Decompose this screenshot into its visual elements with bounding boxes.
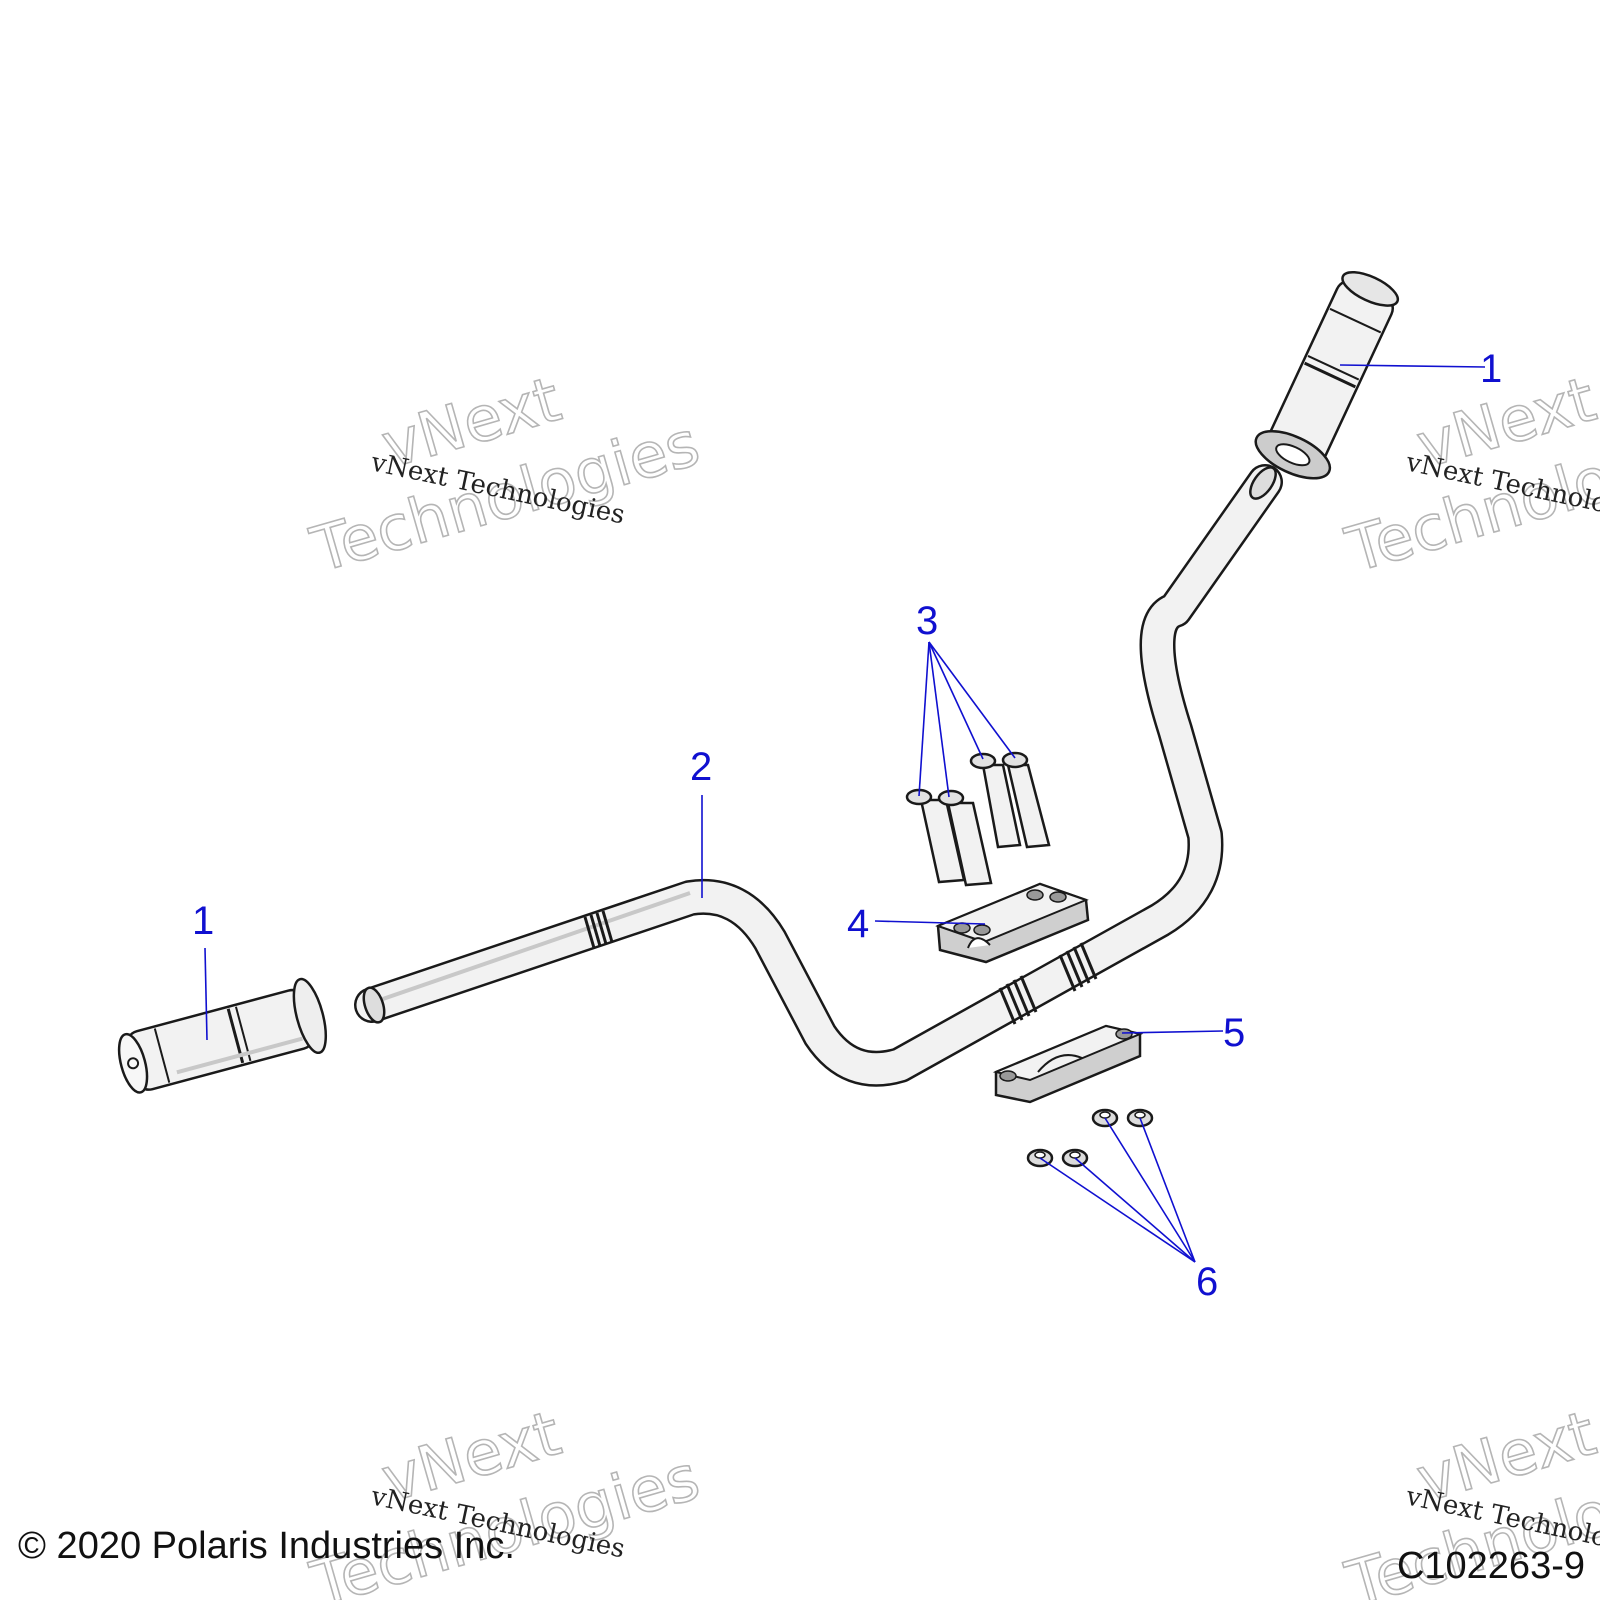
callout-grip-right: 1 (1480, 347, 1502, 391)
callout-lower-clamp: 5 (1223, 1011, 1245, 1055)
bolt (905, 788, 966, 884)
leader-lines (204, 364, 1486, 1263)
callout-upper-clamp: 4 (847, 902, 869, 946)
callout-nuts: 6 (1196, 1260, 1218, 1304)
upper-clamp (935, 882, 1090, 964)
lower-clamp (992, 1024, 1144, 1104)
bolt (969, 752, 1022, 849)
nut (1126, 1108, 1154, 1128)
callout-bolts: 3 (916, 599, 938, 643)
knurl-left (583, 910, 614, 949)
handlebar (354, 464, 1283, 1087)
watermark-top-left: vNext Technologies vNext Technologies (302, 362, 708, 588)
nuts (1026, 1108, 1154, 1168)
grip-right (1254, 270, 1400, 480)
bolts (905, 751, 1051, 887)
knurl-center (998, 942, 1098, 1025)
grip-left (117, 977, 328, 1094)
watermark-bottom-left: vNext Technologies vNext Technologies (302, 1396, 708, 1600)
callout-handlebar: 2 (690, 745, 712, 789)
bolt (1001, 751, 1051, 849)
copyright-text: © 2020 Polaris Industries Inc. (18, 1525, 515, 1567)
watermark-top-right: vNext Technologies vNext Technologies (1337, 362, 1600, 588)
bolt (937, 789, 993, 887)
part-code: C102263-9 (1397, 1545, 1585, 1587)
callout-grip-left: 1 (192, 899, 214, 943)
